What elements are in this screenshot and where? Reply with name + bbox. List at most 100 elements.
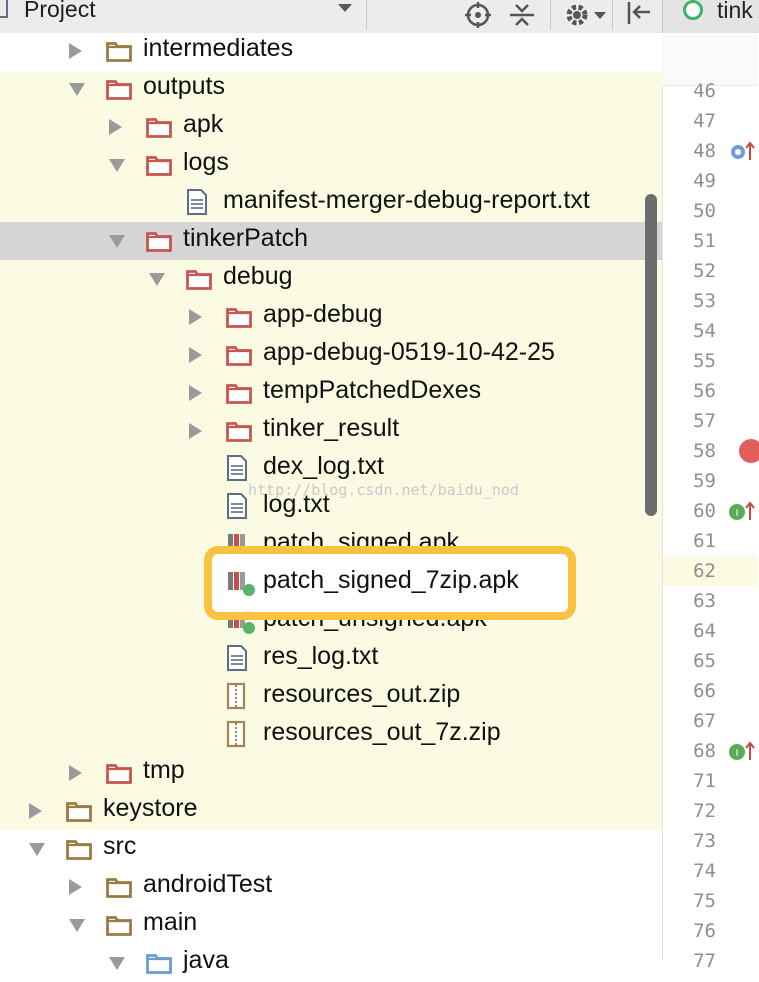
- folder-red-icon: [226, 382, 252, 404]
- line-number: 66: [693, 680, 716, 702]
- collapsed-arrow-icon[interactable]: [109, 119, 122, 135]
- project-toolbar: Project: [0, 0, 662, 34]
- line-number: 46: [693, 80, 716, 102]
- tree-row[interactable]: res_log.txt: [0, 640, 662, 678]
- expanded-arrow-icon[interactable]: [109, 159, 125, 172]
- collapsed-arrow-icon[interactable]: [189, 309, 202, 325]
- collapsed-arrow-icon[interactable]: [189, 423, 202, 439]
- tree-item-label: app-debug: [263, 300, 383, 328]
- expanded-arrow-icon[interactable]: [109, 235, 125, 248]
- apk-icon: [226, 572, 255, 596]
- tree-item-label: manifest-merger-debug-report.txt: [223, 186, 590, 214]
- line-number: 50: [693, 200, 716, 222]
- tree-item-label: tmp: [143, 756, 185, 784]
- text-file-icon: [226, 493, 252, 519]
- tree-row[interactable]: logs: [0, 146, 662, 184]
- class-file-icon: [683, 0, 703, 20]
- tree-row[interactable]: tinker_result: [0, 412, 662, 450]
- collapsed-arrow-icon[interactable]: [69, 879, 82, 895]
- breakpoint-icon[interactable]: [737, 437, 759, 465]
- line-number: 47: [693, 110, 716, 132]
- tree-row[interactable]: patch_signed_7zip.apk: [0, 564, 662, 602]
- tree-item-label: intermediates: [143, 34, 294, 62]
- chevron-down-icon[interactable]: [338, 4, 352, 12]
- line-number: 58: [693, 440, 716, 462]
- tree-row[interactable]: src: [0, 830, 662, 868]
- collapsed-arrow-icon[interactable]: [29, 803, 42, 819]
- tree-row[interactable]: java: [0, 944, 662, 982]
- watermark-text: http://blog.csdn.net/baidu_nod: [248, 481, 519, 499]
- toolbar-divider: [550, 0, 551, 30]
- tree-row[interactable]: log.txt: [0, 488, 662, 526]
- zip-file-icon: [226, 682, 252, 710]
- expanded-arrow-icon[interactable]: [29, 843, 45, 856]
- collapsed-arrow-icon[interactable]: [189, 385, 202, 401]
- tree-row[interactable]: resources_out_7z.zip: [0, 716, 662, 754]
- collapsed-arrow-icon[interactable]: [69, 765, 82, 781]
- tree-row[interactable]: outputs: [0, 70, 662, 108]
- tree-row[interactable]: debug: [0, 260, 662, 298]
- collapse-all-button[interactable]: [504, 0, 540, 30]
- line-number: 51: [693, 230, 716, 252]
- line-number: 65: [693, 650, 716, 672]
- tree-row[interactable]: androidTest: [0, 868, 662, 906]
- tree-item-label: outputs: [143, 72, 226, 100]
- text-file-icon: [226, 645, 252, 671]
- implements-marker-icon[interactable]: I: [728, 500, 756, 522]
- tree-row[interactable]: keystore: [0, 792, 662, 830]
- current-line-highlight: [663, 556, 758, 586]
- editor-gutter-header: [662, 33, 758, 86]
- scroll-from-source-button[interactable]: [462, 0, 494, 30]
- tree-item-label: androidTest: [143, 870, 273, 898]
- settings-button[interactable]: [562, 0, 610, 30]
- tree-row[interactable]: tempPatchedDexes: [0, 374, 662, 412]
- expanded-arrow-icon[interactable]: [69, 919, 85, 932]
- toolbar-divider: [612, 0, 613, 30]
- text-file-icon: [186, 189, 212, 215]
- folder-blue-icon: [146, 952, 172, 974]
- expanded-arrow-icon[interactable]: [69, 83, 85, 96]
- tree-row[interactable]: main: [0, 906, 662, 944]
- tree-item-label: app-debug-0519-10-42-25: [263, 338, 555, 366]
- tree-item-label: apk: [183, 110, 224, 138]
- line-number: 53: [693, 290, 716, 312]
- line-number: 60: [693, 500, 716, 522]
- implements-marker-icon[interactable]: I: [728, 740, 756, 762]
- tree-item-label: dex_log.txt: [263, 452, 384, 480]
- tree-row[interactable]: dex_log.txt: [0, 450, 662, 488]
- project-tree[interactable]: [0, 33, 662, 960]
- folder-red-icon: [226, 420, 252, 442]
- override-marker-icon[interactable]: [730, 140, 756, 162]
- tree-item-label: logs: [183, 148, 229, 176]
- tree-item-label: resources_out_7z.zip: [263, 718, 501, 746]
- tree-row[interactable]: tinkerPatch: [0, 222, 662, 260]
- tree-item-label: debug: [223, 262, 293, 290]
- tree-row[interactable]: intermediates: [0, 32, 662, 70]
- tree-item-label: resources_out.zip: [263, 680, 461, 708]
- tree-row[interactable]: app-debug: [0, 298, 662, 336]
- tree-row[interactable]: app-debug-0519-10-42-25: [0, 336, 662, 374]
- collapsed-arrow-icon[interactable]: [189, 347, 202, 363]
- line-number: 68: [693, 740, 716, 762]
- tree-row[interactable]: manifest-merger-debug-report.txt: [0, 184, 662, 222]
- tree-row[interactable]: apk: [0, 108, 662, 146]
- collapsed-arrow-icon[interactable]: [69, 43, 82, 59]
- editor-gutter: [662, 33, 759, 960]
- zip-file-icon: [226, 720, 252, 748]
- tree-item-label: patch_signed_7zip.apk: [263, 566, 519, 594]
- folder-icon: [106, 914, 132, 936]
- project-view-icon: [0, 0, 8, 18]
- expanded-arrow-icon[interactable]: [109, 957, 125, 970]
- editor-tab[interactable]: tink: [662, 0, 759, 33]
- line-number: 74: [693, 860, 716, 882]
- hide-panel-button[interactable]: [620, 0, 656, 30]
- project-view-title[interactable]: Project: [24, 0, 96, 22]
- tree-row[interactable]: tmp: [0, 754, 662, 792]
- output-folder-band: [0, 72, 662, 830]
- tree-scrollbar[interactable]: [645, 194, 657, 516]
- crosshair-icon: [465, 2, 491, 28]
- tree-row[interactable]: resources_out.zip: [0, 678, 662, 716]
- folder-red-icon: [226, 344, 252, 366]
- expanded-arrow-icon[interactable]: [149, 273, 165, 286]
